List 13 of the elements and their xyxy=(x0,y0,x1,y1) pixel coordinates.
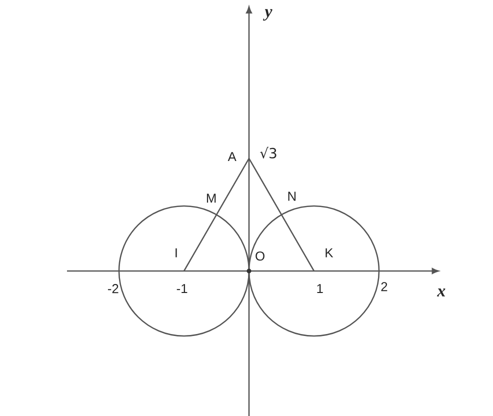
point-label: N xyxy=(288,192,296,201)
axis-label: x xyxy=(436,288,446,296)
tick-label: 1 xyxy=(317,284,323,293)
coordinate-label: √3 xyxy=(260,146,276,158)
tick-label: -2 xyxy=(108,284,118,294)
tick-label: -1 xyxy=(176,284,188,293)
tick-label: 2 xyxy=(381,282,388,292)
axis-label: y xyxy=(263,9,272,21)
point-label: O xyxy=(256,251,264,261)
point-label: M xyxy=(206,194,216,203)
point-label: A xyxy=(228,152,236,162)
point-label: I xyxy=(176,248,177,258)
point-label: K xyxy=(326,248,334,258)
